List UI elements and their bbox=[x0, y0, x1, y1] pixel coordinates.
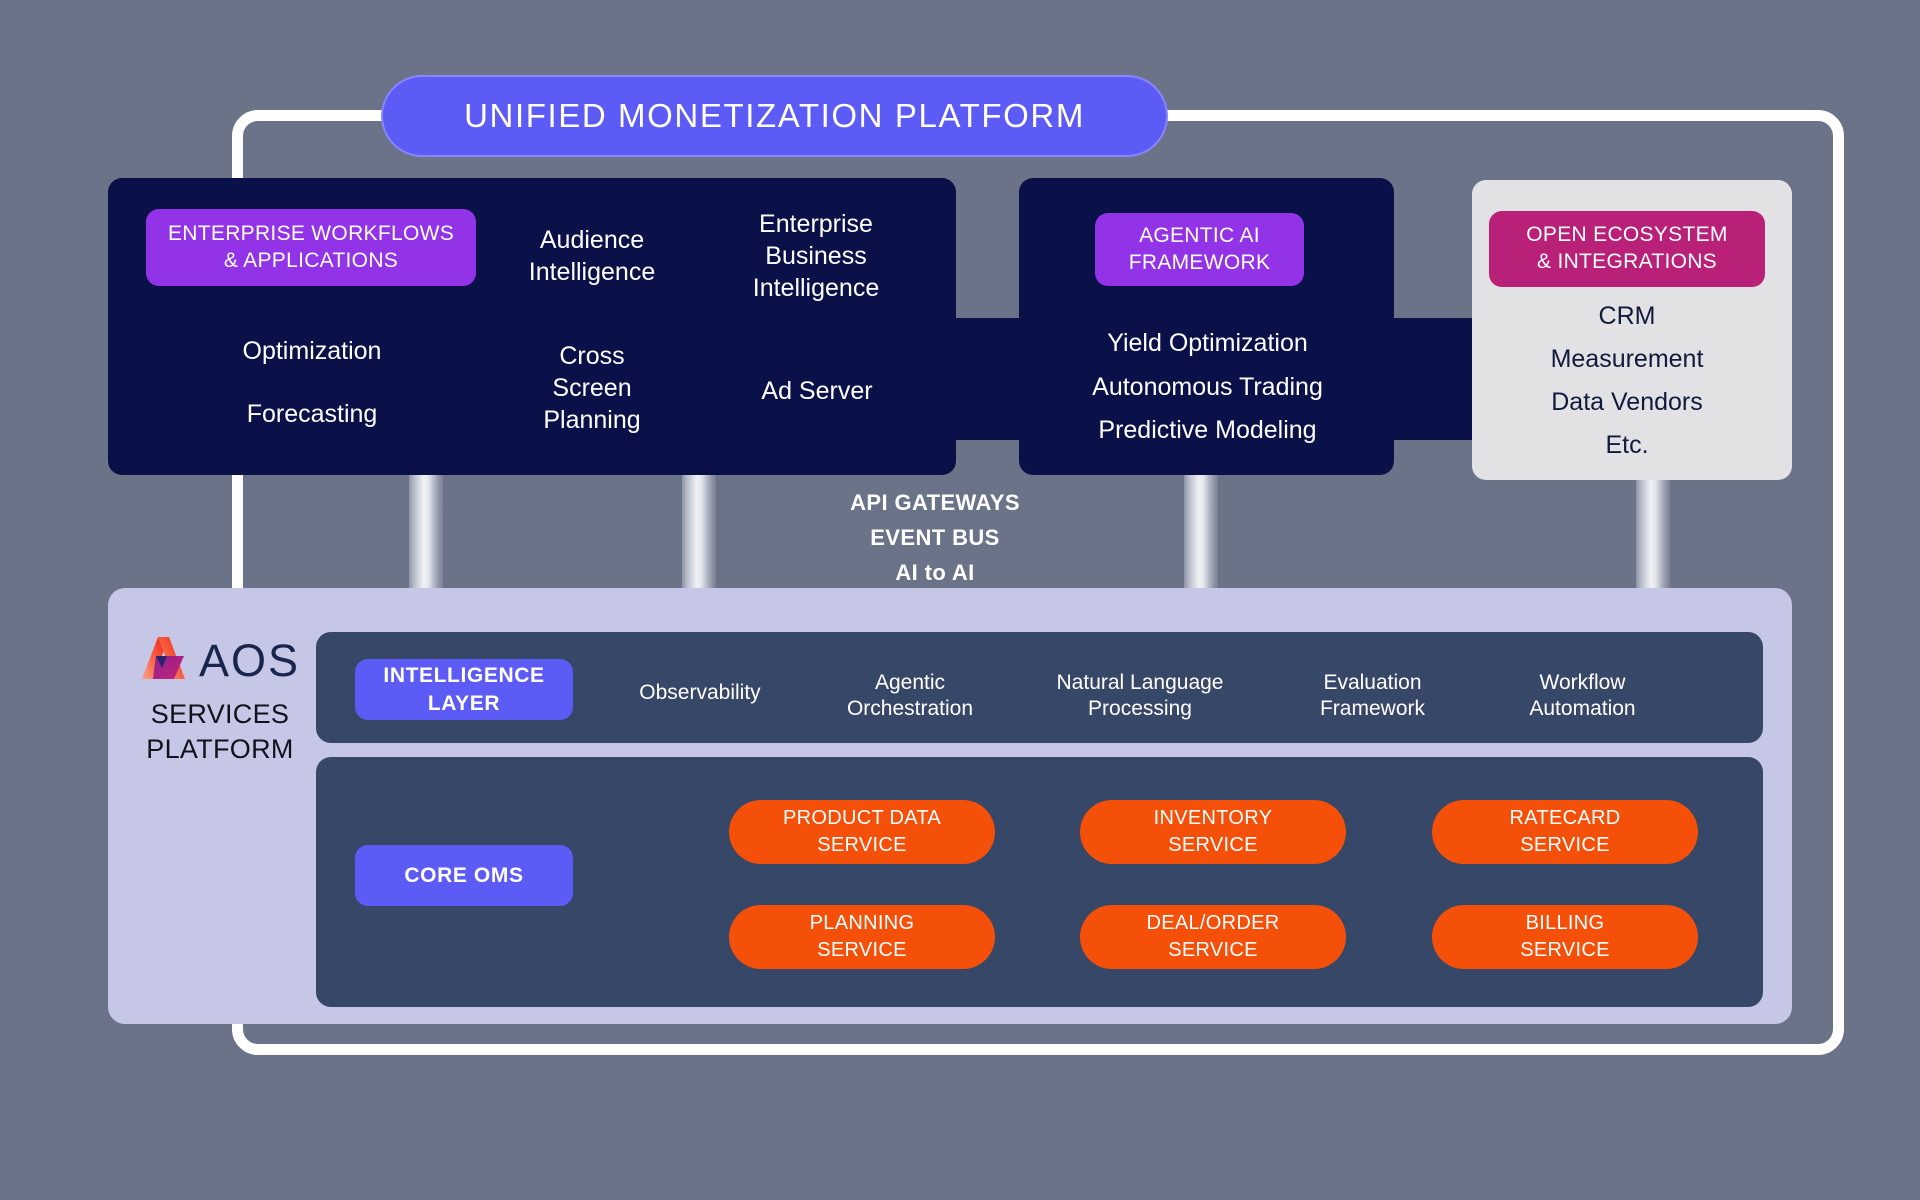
aos-logo-mark-icon bbox=[140, 632, 190, 689]
connector-stub-right bbox=[1380, 318, 1490, 440]
chip-open-ecosystem: OPEN ECOSYSTEM & INTEGRATIONS bbox=[1489, 211, 1765, 287]
intel-item-observability: Observability bbox=[639, 681, 761, 704]
tag-core-oms: CORE OMS bbox=[355, 845, 573, 906]
connector-pipe-2 bbox=[682, 470, 716, 592]
service-billing[interactable]: BILLING SERVICE bbox=[1432, 905, 1698, 969]
tag-intelligence-layer: INTELLIGENCE LAYER bbox=[355, 659, 573, 720]
label-measurement: Measurement bbox=[1550, 345, 1704, 373]
aos-logo-subtitle: SERVICES PLATFORM bbox=[146, 699, 294, 764]
label-data-vendors: Data Vendors bbox=[1551, 388, 1703, 416]
intel-item-workflow-automation: Workflow Automation bbox=[1529, 671, 1636, 720]
platform-title-pill: UNIFIED MONETIZATION PLATFORM bbox=[381, 75, 1168, 157]
aos-logo-wordmark: AOS bbox=[198, 634, 301, 686]
label-autonomous-trading: Autonomous Trading bbox=[1092, 373, 1323, 401]
service-deal-order[interactable]: DEAL/ORDER SERVICE bbox=[1080, 905, 1346, 969]
label-predictive-modeling: Predictive Modeling bbox=[1098, 416, 1317, 444]
label-etc: Etc. bbox=[1605, 431, 1649, 459]
aos-logo-block: AOS SERVICES PLATFORM bbox=[124, 632, 316, 766]
aos-logo-row: AOS bbox=[124, 632, 316, 688]
connector-pipe-1 bbox=[409, 470, 443, 592]
label-optimization: Optimization bbox=[242, 337, 382, 365]
api-gateway-bus-label: API GATEWAYS EVENT BUS AI to AI bbox=[850, 490, 1020, 586]
intel-item-agentic-orchestration: Agentic Orchestration bbox=[846, 671, 974, 720]
intel-item-evaluation-framework: Evaluation Framework bbox=[1319, 671, 1425, 720]
label-cross-screen-planning: Cross Screen Planning bbox=[543, 342, 641, 434]
connector-pipe-3 bbox=[1184, 470, 1218, 592]
intel-item-natural-language-processing: Natural Language Processing bbox=[1056, 671, 1224, 720]
connector-pipe-4 bbox=[1636, 470, 1670, 592]
service-product-data[interactable]: PRODUCT DATA SERVICE bbox=[729, 800, 995, 864]
service-ratecard[interactable]: RATECARD SERVICE bbox=[1432, 800, 1698, 864]
label-enterprise-business-intelligence: Enterprise Business Intelligence bbox=[752, 210, 880, 302]
label-crm: CRM bbox=[1598, 302, 1656, 330]
chip-agentic-ai-framework: AGENTIC AI FRAMEWORK bbox=[1095, 213, 1304, 286]
label-yield-optimization: Yield Optimization bbox=[1107, 329, 1308, 357]
label-audience-intelligence: Audience Intelligence bbox=[528, 226, 656, 286]
label-ad-server: Ad Server bbox=[761, 377, 873, 405]
service-planning[interactable]: PLANNING SERVICE bbox=[729, 905, 995, 969]
chip-enterprise-workflows: ENTERPRISE WORKFLOWS & APPLICATIONS bbox=[146, 209, 476, 286]
service-inventory[interactable]: INVENTORY SERVICE bbox=[1080, 800, 1346, 864]
label-forecasting: Forecasting bbox=[246, 400, 378, 428]
